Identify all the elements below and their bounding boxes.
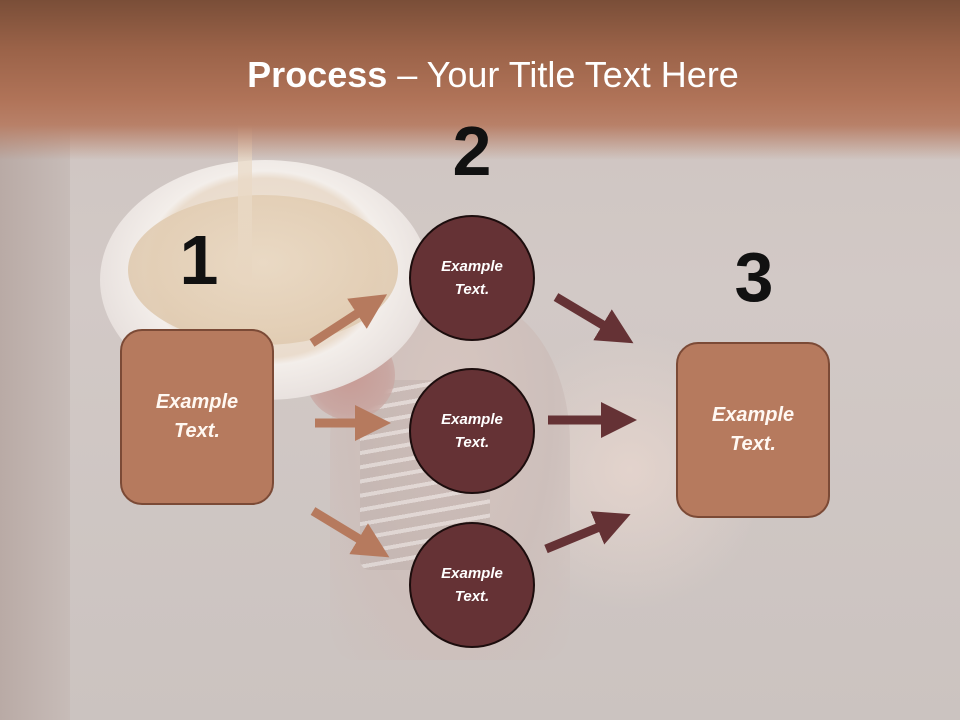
step-2-circle-bottom[interactable]: Example Text. <box>409 522 535 648</box>
circle-top-text: Example Text. <box>441 258 503 298</box>
arrow-left-to-top <box>309 294 388 347</box>
step-2-circle-top[interactable]: Example Text. <box>409 215 535 341</box>
circle-bottom-text: Example Text. <box>441 565 503 605</box>
step-number-1: 1 <box>179 221 219 299</box>
slide-title: Process – Your Title Text Here <box>0 52 960 98</box>
circle-middle-text: Example Text. <box>441 411 503 451</box>
step-3-box[interactable]: Example Text. <box>676 342 830 518</box>
step-2-circle-middle[interactable]: Example Text. <box>409 368 535 494</box>
step-1-box-text: Example Text. <box>155 391 239 442</box>
title-rest: – Your Title Text Here <box>387 54 739 95</box>
step-3-box-text: Example Text. <box>711 404 795 455</box>
title-band <box>0 0 960 160</box>
arrow-top-to-right <box>553 293 634 344</box>
step-number-3: 3 <box>734 238 774 316</box>
step-number-2: 2 <box>452 112 492 190</box>
background-photo-edge <box>0 100 70 720</box>
title-bold: Process <box>247 54 388 95</box>
arrow-left-to-bottom <box>310 507 390 558</box>
step-1-box[interactable]: Example Text. <box>120 329 274 505</box>
arrow-bottom-to-right <box>544 511 631 554</box>
